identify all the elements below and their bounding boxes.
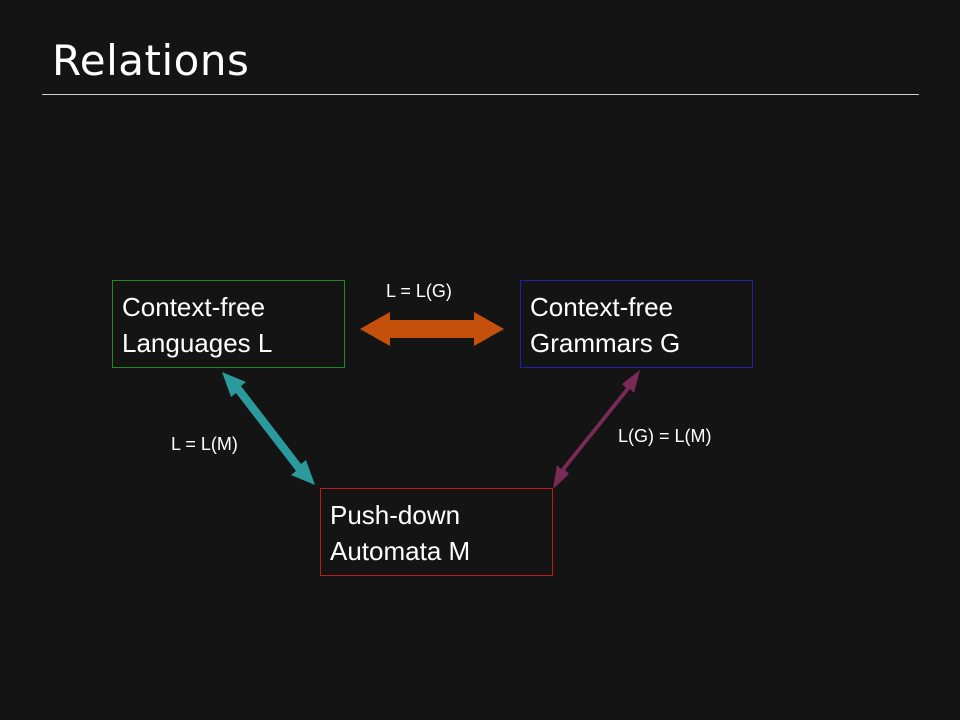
arrow-languages-automata [222, 372, 315, 485]
arrow-languages-grammars [360, 312, 504, 346]
node-grammars-line2: Grammars G [530, 328, 681, 358]
node-languages-line2: Languages L [122, 328, 273, 358]
node-context-free-grammars: Context-free Grammars G [520, 280, 753, 368]
node-context-free-languages: Context-free Languages L [112, 280, 345, 368]
node-grammars-line1: Context-free [530, 292, 674, 322]
label-languages-grammars: L = L(G) [386, 281, 452, 301]
node-push-down-automata: Push-down Automata M [320, 488, 553, 576]
title-underline [42, 94, 919, 95]
slide-title: Relations [52, 36, 250, 85]
label-languages-automata: L = L(M) [171, 434, 238, 454]
arrow-grammars-automata [553, 370, 640, 489]
label-grammars-automata: L(G) = L(M) [618, 426, 712, 446]
node-automata-line1: Push-down [330, 500, 461, 530]
node-automata-line2: Automata M [330, 536, 471, 566]
node-languages-line1: Context-free [122, 292, 266, 322]
